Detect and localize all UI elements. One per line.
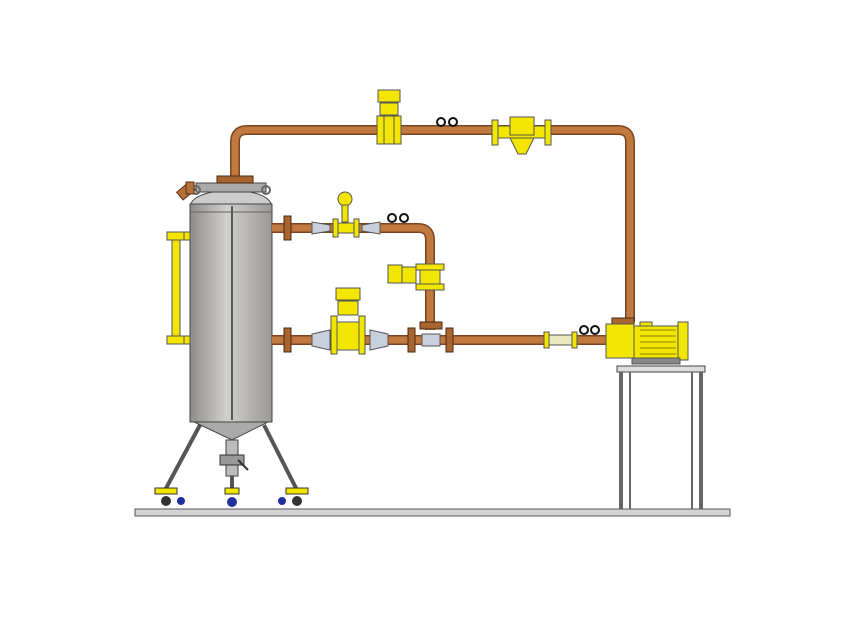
pipe-flanges xyxy=(216,175,635,353)
pressure-gauges xyxy=(387,117,600,335)
pressure-gauge-icon xyxy=(387,213,397,223)
centrifugal-pump[interactable] xyxy=(605,321,689,365)
caster-wheels xyxy=(154,487,309,507)
sight-glass xyxy=(543,331,578,349)
top-control-valve[interactable] xyxy=(376,89,402,145)
pressure-gauge-icon xyxy=(579,325,589,335)
pressure-gauge-icon xyxy=(448,117,458,127)
middle-flowmeter[interactable] xyxy=(332,191,360,238)
drain-valve xyxy=(219,439,249,477)
tank-vent-fitting xyxy=(175,181,197,201)
top-flowmeter[interactable] xyxy=(491,116,552,155)
bottom-control-valve[interactable] xyxy=(330,287,366,355)
pipe-reducers xyxy=(311,221,441,351)
pump-stand xyxy=(616,365,706,509)
storage-tank xyxy=(189,182,273,441)
base-plate xyxy=(134,508,731,517)
pressure-gauge-icon xyxy=(436,117,446,127)
pressure-gauge-icon xyxy=(590,325,600,335)
pressure-gauge-icon xyxy=(399,213,409,223)
return-pipe-top-fill xyxy=(231,126,634,322)
middle-pipe xyxy=(272,223,435,330)
side-control-valve[interactable] xyxy=(387,263,445,291)
level-gauge xyxy=(166,231,191,345)
